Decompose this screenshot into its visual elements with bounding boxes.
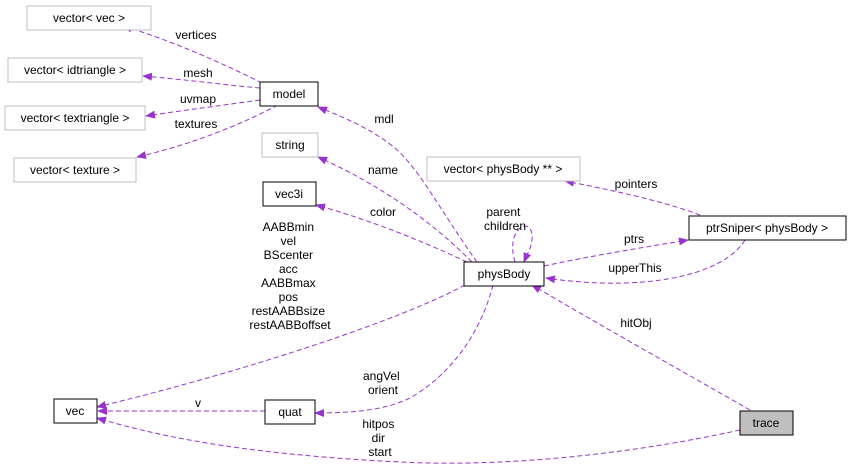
- svg-text:vec3i: vec3i: [275, 187, 303, 201]
- node-quat[interactable]: quat: [264, 399, 316, 425]
- svg-text:quat: quat: [278, 405, 302, 419]
- edge-label-mesh: mesh: [183, 66, 212, 80]
- edge-color: [315, 203, 468, 263]
- edge-labels: vertices mesh uvmap textures mdl name co…: [175, 28, 662, 459]
- edge-label-parent-children: parent children: [484, 205, 526, 233]
- node-vector-idtriangle[interactable]: vector< idtriangle >: [7, 57, 143, 83]
- edge-label-mdl: mdl: [374, 112, 393, 126]
- svg-text:string: string: [275, 138, 304, 152]
- node-vector-texture[interactable]: vector< texture >: [13, 157, 137, 183]
- svg-text:vector< texture >: vector< texture >: [30, 163, 120, 177]
- svg-text:physBody: physBody: [478, 267, 531, 281]
- edge-quat-physbody: [314, 284, 494, 417]
- svg-text:model: model: [273, 87, 306, 101]
- edges: [96, 24, 751, 464]
- node-vector-vec[interactable]: vector< vec >: [26, 5, 152, 31]
- node-vec3i[interactable]: vec3i: [262, 181, 317, 207]
- node-trace[interactable]: trace: [739, 410, 794, 436]
- edge-label-name: name: [368, 163, 398, 177]
- node-vec[interactable]: vec: [53, 398, 98, 424]
- svg-text:trace: trace: [753, 416, 780, 430]
- edge-trace-vec: [96, 416, 741, 464]
- node-string[interactable]: string: [261, 132, 319, 158]
- edge-vertices: [122, 24, 263, 84]
- edge-name: [317, 156, 473, 263]
- edge-label-hitobj: hitObj: [620, 316, 651, 330]
- node-vector-textriangle[interactable]: vector< textriangle >: [4, 105, 146, 131]
- node-physbody[interactable]: physBody: [463, 261, 545, 287]
- edge-label-color: color: [370, 205, 396, 219]
- edge-mdl: [317, 106, 478, 263]
- svg-text:vector< textriangle >: vector< textriangle >: [21, 111, 130, 125]
- nodes: vector< vec > vector< idtriangle > vecto…: [4, 5, 847, 436]
- edge-label-vertices: vertices: [175, 28, 216, 42]
- edge-label-ptrs: ptrs: [624, 232, 644, 246]
- svg-text:vec: vec: [66, 404, 85, 418]
- edge-physbody-vec: [96, 284, 466, 409]
- svg-text:vector< idtriangle >: vector< idtriangle >: [24, 63, 126, 77]
- edge-label-pointers: pointers: [615, 177, 658, 191]
- svg-text:vector< physBody ** >: vector< physBody ** >: [444, 162, 563, 176]
- edge-label-uvmap: uvmap: [180, 92, 216, 106]
- edge-label-textures: textures: [175, 117, 218, 131]
- edge-ptrs: [543, 237, 689, 267]
- node-model[interactable]: model: [259, 81, 319, 107]
- edge-hitobj: [531, 284, 751, 411]
- edge-upperthis: [545, 239, 746, 284]
- edge-uvmap: [145, 99, 261, 119]
- edge-mesh: [142, 72, 261, 89]
- svg-text:ptrSniper< physBody >: ptrSniper< physBody >: [706, 221, 828, 235]
- edge-label-trace-vec: hitpos dir start: [362, 417, 397, 459]
- edge-label-quat-vec: v: [195, 396, 201, 410]
- svg-text:vector< vec >: vector< vec >: [53, 11, 125, 25]
- edge-textures: [136, 104, 279, 159]
- edge-pointers: [564, 178, 701, 216]
- node-vector-physbody[interactable]: vector< physBody ** >: [426, 156, 581, 182]
- edge-label-upperthis: upperThis: [608, 261, 661, 275]
- node-ptrsniper[interactable]: ptrSniper< physBody >: [688, 215, 847, 241]
- edge-label-physbody-vec: AABBmin vel BScenter acc AABBmax pos res…: [249, 220, 331, 332]
- edge-label-quat-physbody: angVel orient: [363, 369, 403, 397]
- edge-parent-children: [512, 225, 533, 263]
